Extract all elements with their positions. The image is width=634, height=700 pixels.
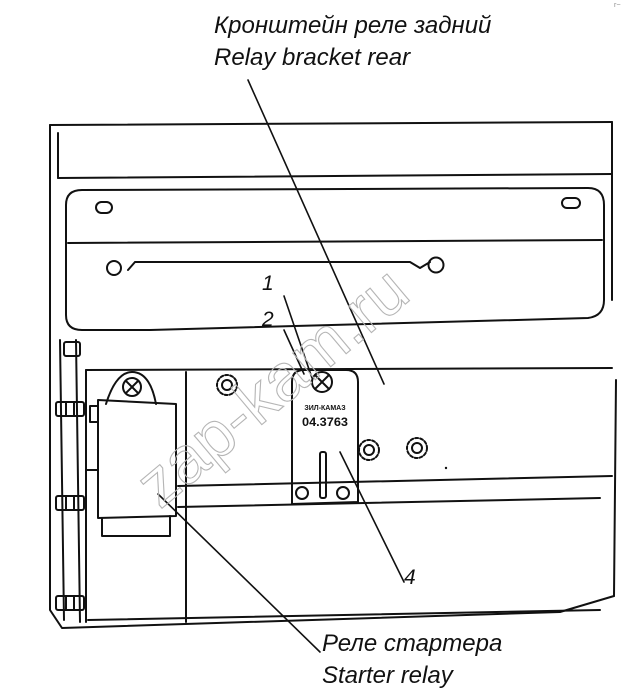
callout-4: 4	[404, 566, 416, 589]
strip-hole-right	[427, 256, 445, 274]
nut-hole-3	[406, 437, 428, 459]
leader-line-1	[283, 295, 313, 379]
callout-1: 1	[262, 272, 274, 295]
relay-plate-marking-code: 04.3763	[302, 415, 348, 429]
left-vertical-flange	[55, 339, 85, 623]
nut-hole-1	[216, 374, 238, 396]
leader-line-2	[283, 329, 305, 375]
starter-relay-label-en: Starter relay	[322, 662, 453, 689]
callout-2: 2	[262, 308, 274, 331]
corner-mark: г~	[614, 2, 621, 9]
upper-reinforcement-strip	[65, 187, 605, 331]
leader-line-starter-relay	[157, 493, 321, 653]
starter-relay	[85, 371, 177, 537]
relay-bracket-plate	[291, 369, 359, 505]
relay-plate-marking-top: ЗИЛ-КАМАЗ	[304, 405, 346, 412]
nut-hole-2	[358, 439, 380, 461]
starter-relay-label-ru: Реле стартера	[322, 630, 503, 657]
bracket-label-en: Relay bracket rear	[214, 44, 411, 71]
strip-hole-left	[106, 260, 122, 276]
starter-relay-mounting-screw	[122, 377, 142, 397]
relay-bracket-bottom-hole-left	[295, 486, 309, 500]
relay-bracket-bottom-hole-right	[336, 486, 350, 500]
relay-bracket-top-screw	[311, 371, 333, 393]
strip-slot-right	[561, 197, 581, 209]
strip-slot-left	[95, 201, 113, 214]
leader-line-4	[339, 451, 405, 583]
leader-line-bracket	[247, 79, 385, 385]
detail-dot	[444, 466, 448, 470]
cab-panel-outline	[49, 121, 617, 629]
bracket-label-ru: Кронштейн реле задний	[214, 12, 492, 39]
lower-mounting-plate	[85, 367, 613, 623]
